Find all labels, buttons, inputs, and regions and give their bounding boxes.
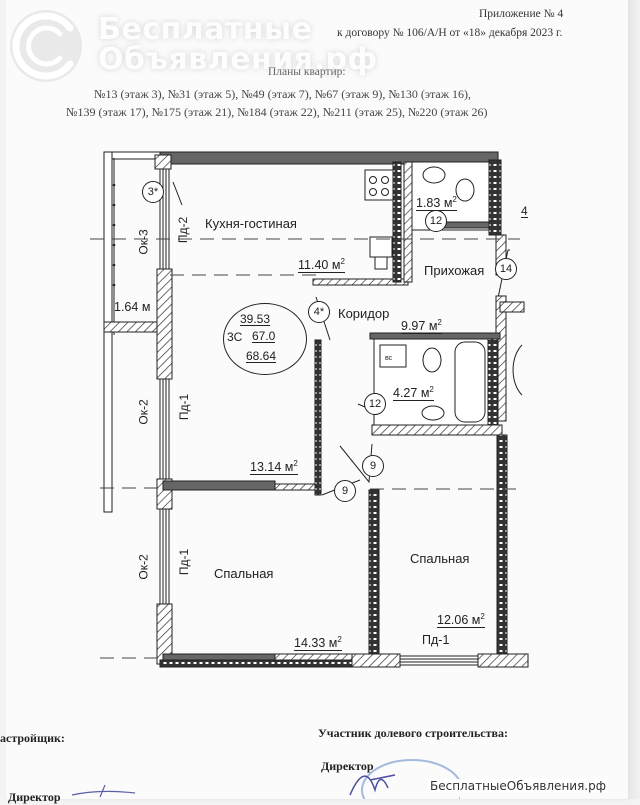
watermark-line2: Объявления.рф <box>98 42 378 77</box>
apartment-summary: 39.53 3С 67.0 68.64 <box>223 303 307 375</box>
washing-machine-label: вс <box>385 355 393 362</box>
door-tag-9-bedroom1: 9 <box>334 480 356 502</box>
living-room-area: 13.14 м2 <box>250 459 298 476</box>
corridor-area: 9.97 м2 <box>401 318 442 335</box>
bedroom-2-area: 12.06 м2 <box>437 612 485 629</box>
apartment-type: 3С <box>227 330 243 344</box>
door-label-pd1-bottom: Пд-1 <box>422 633 450 647</box>
total-area: 67.0 <box>252 329 276 343</box>
stamp-signature-icon <box>349 759 460 799</box>
kitchen-area: 11.40 м2 <box>298 257 345 274</box>
door-tag-12-bathroom: 12 <box>364 393 386 415</box>
appendix-number: Приложение № 4 <box>479 8 564 20</box>
balcony-area: 1.64 м <box>114 300 151 314</box>
bedroom-1-area: 14.33 м2 <box>294 635 342 652</box>
door-tag-4: 4* <box>308 301 330 323</box>
room-hallway: Прихожая <box>424 263 485 278</box>
door-label-pd1-left: Пд-1 <box>177 548 192 576</box>
watermark-bottom: БесплатныеОбъявления.рф <box>428 779 608 793</box>
door-label-pd2: Пд-2 <box>176 216 191 244</box>
window-label-ok2-top: Ок-2 <box>136 399 151 425</box>
director-left-label: Директор <box>8 790 61 804</box>
living-area-total: 39.53 <box>240 312 271 326</box>
bathroom-area: 4.27 м2 <box>393 385 434 402</box>
signature-left-icon <box>71 784 136 798</box>
door-tag-14: 14 <box>495 258 517 280</box>
apartment-list-line1: №13 (этаж 3), №31 (этаж 5), №49 (этаж 7)… <box>94 87 471 101</box>
door-label-pd1-top: Пд-1 <box>177 393 192 421</box>
watermark-line1: Бесплатные <box>98 12 313 47</box>
contract-reference: к договору № 106/А/Н от «18» декабря 202… <box>337 27 563 39</box>
door-tag-3: 3* <box>142 181 164 203</box>
room-kitchen-living: Кухня-гостиная <box>205 216 297 231</box>
room-corridor: Коридор <box>338 306 390 321</box>
plans-title: Планы квартир: <box>268 66 346 78</box>
director-right-label: Директор <box>321 759 374 773</box>
window-label-ok2-bottom: Ок-2 <box>136 554 151 580</box>
swirl-logo-icon <box>10 10 82 82</box>
axis-mark: 4 <box>521 204 528 218</box>
door-tag-12-wc: 12 <box>425 210 447 232</box>
room-bedroom-2: Спальная <box>410 551 470 566</box>
window-label-ok3: Ок-3 <box>136 229 151 255</box>
apartment-list-line2: №139 (этаж 17), №175 (этаж 21), №184 (эт… <box>66 105 488 119</box>
door-tag-9-bedroom2: 9 <box>362 455 384 477</box>
page-edge <box>628 0 640 799</box>
wc-area: 1.83 м2 <box>416 195 457 212</box>
participant-heading: Участник долевого строительства: <box>318 726 509 740</box>
developer-heading: астройщик: <box>0 731 65 745</box>
room-bedroom-1: Спальная <box>214 566 274 581</box>
total-area-with-balcony: 68.64 <box>246 349 277 363</box>
